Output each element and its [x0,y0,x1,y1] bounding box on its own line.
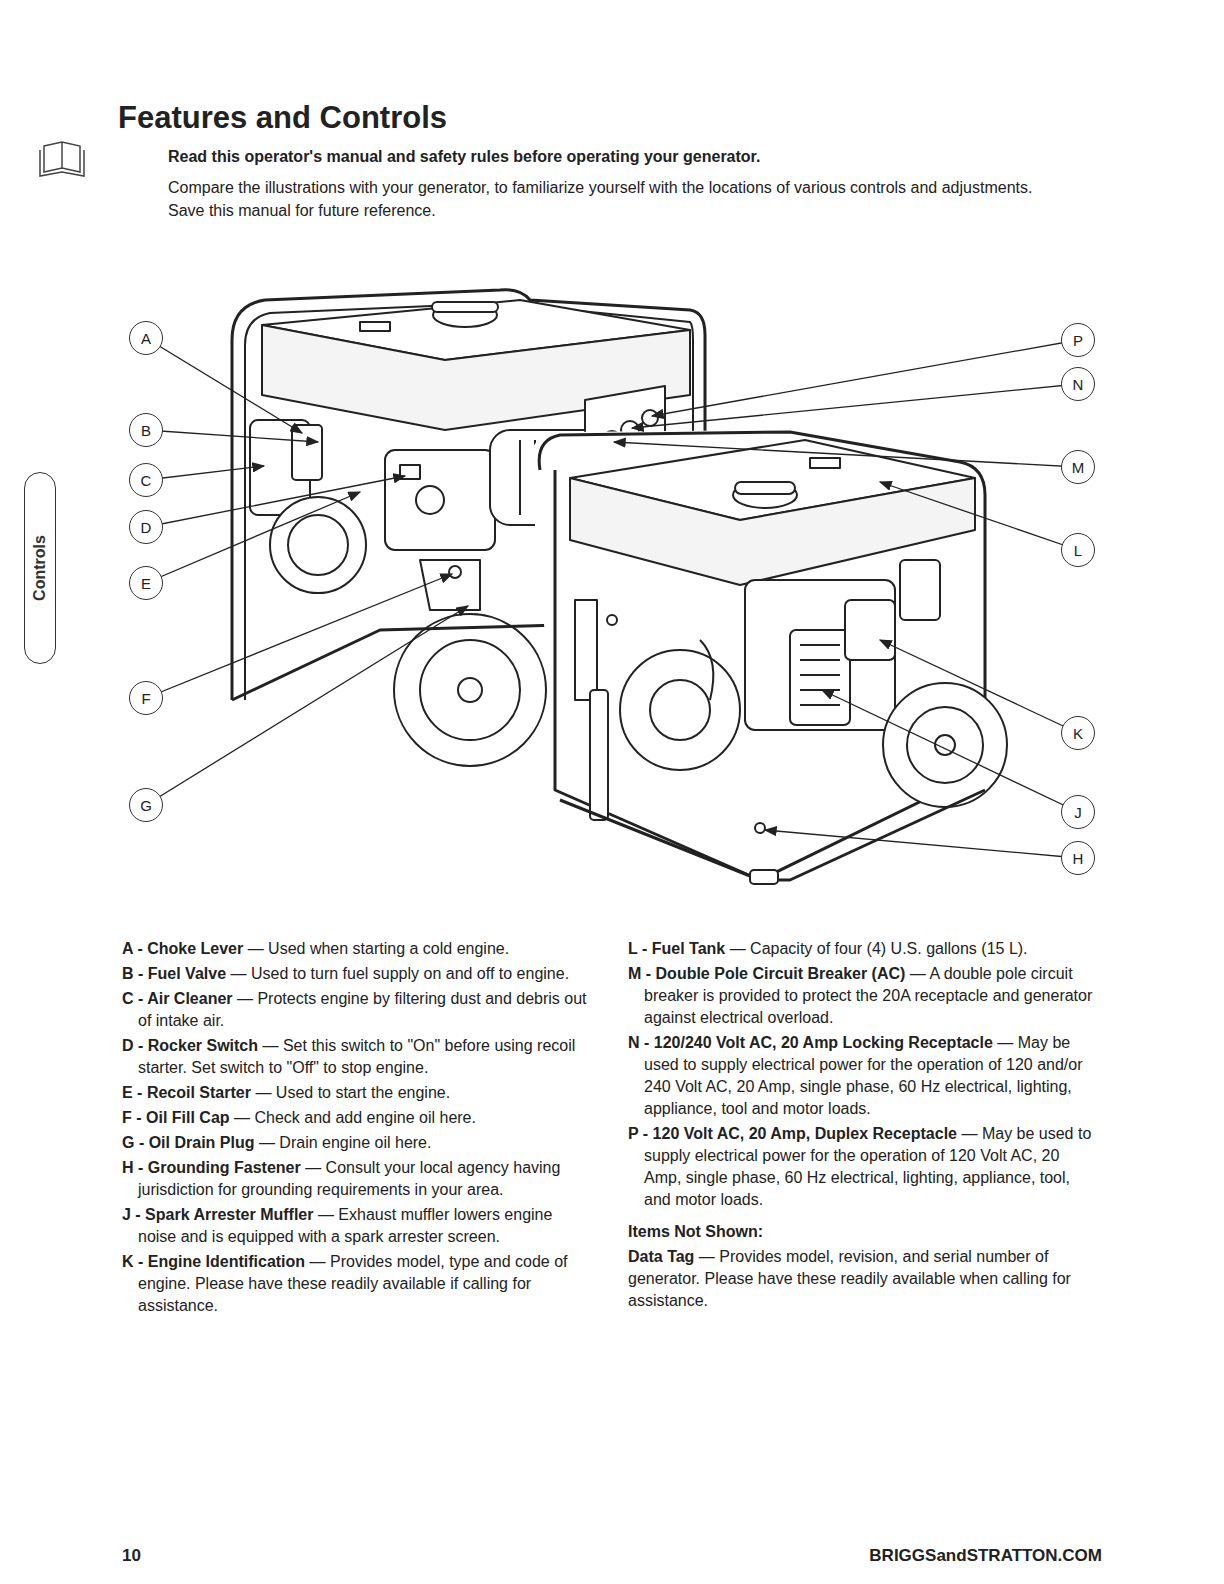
callout-letter: D [141,520,152,535]
feature-item: A - Choke Lever — Used when starting a c… [122,938,594,960]
text-column: A - Choke Lever — Used when starting a c… [122,938,594,1320]
callout-circle: P [1061,323,1095,357]
callout-circle: L [1061,533,1095,567]
page-title: Features and Controls [118,100,447,136]
book-icon [40,142,84,176]
callout-circle: E [129,566,163,600]
callout-circle: F [129,681,163,715]
feature-name: A - Choke Lever [122,940,243,957]
feature-name: K - Engine Identification [122,1253,305,1270]
feature-item: E - Recoil Starter — Used to start the e… [122,1082,594,1104]
callout-letter: L [1074,543,1082,558]
page-number: 10 [122,1546,141,1566]
leader-lines [146,338,1078,858]
feature-item: C - Air Cleaner — Protects engine by fil… [122,988,594,1032]
feature-item: G - Oil Drain Plug — Drain engine oil he… [122,1132,594,1154]
callout-letter: C [141,473,152,488]
callout-circle: G [129,788,163,822]
feature-description: — Used to turn fuel supply on and off to… [231,965,570,982]
feature-item: M - Double Pole Circuit Breaker (AC) — A… [628,963,1100,1029]
feature-name: H - Grounding Fastener [122,1159,301,1176]
feature-item: K - Engine Identification — Provides mod… [122,1251,594,1317]
feature-name: B - Fuel Valve [122,965,226,982]
feature-name: M - Double Pole Circuit Breaker (AC) [628,965,905,982]
text-column: L - Fuel Tank — Capacity of four (4) U.S… [628,938,1100,1315]
callout-circle: N [1061,367,1095,401]
subheading: Items Not Shown: [628,1221,1100,1243]
feature-name: G - Oil Drain Plug [122,1134,254,1151]
feature-description: — Drain engine oil here. [259,1134,432,1151]
feature-item: D - Rocker Switch — Set this switch to "… [122,1035,594,1079]
callout-letter: N [1073,377,1084,392]
front-generator [529,430,1007,884]
feature-description: — Provides model, revision, and serial n… [628,1248,1071,1309]
callout-circle: H [1061,841,1095,875]
feature-description: — Used to start the engine. [255,1084,450,1101]
callout-letter: B [141,423,151,438]
feature-name: N - 120/240 Volt AC, 20 Amp Locking Rece… [628,1034,993,1051]
callout-letter: H [1073,851,1084,866]
feature-description: — Check and add engine oil here. [234,1109,476,1126]
feature-name: Data Tag [628,1248,694,1265]
feature-item: F - Oil Fill Cap — Check and add engine … [122,1107,594,1129]
callout-letter: J [1074,805,1082,820]
callout-letter: M [1072,460,1085,475]
callout-circle: C [129,463,163,497]
callout-letter: E [141,576,151,591]
feature-name: E - Recoil Starter [122,1084,251,1101]
callout-circle: D [129,510,163,544]
feature-description: — Capacity of four (4) U.S. gallons (15 … [730,940,1028,957]
callout-letter: P [1073,333,1083,348]
feature-item: P - 120 Volt AC, 20 Amp, Duplex Receptac… [628,1123,1100,1211]
feature-description: — Used when starting a cold engine. [248,940,509,957]
safety-heading: Read this operator's manual and safety r… [168,148,760,166]
callout-letter: G [140,798,152,813]
footer-url: BRIGGSandSTRATTON.COM [869,1546,1102,1566]
callout-circle: A [129,321,163,355]
callout-circle: J [1061,795,1095,829]
section-tab: Controls [24,472,56,664]
callout-letter: F [141,691,150,706]
tab-label: Controls [31,535,49,601]
feature-name: F - Oil Fill Cap [122,1109,230,1126]
intro-text: Compare the illustrations with your gene… [168,176,1048,222]
callout-letter: A [141,331,151,346]
callout-circle: M [1061,450,1095,484]
feature-item: B - Fuel Valve — Used to turn fuel suppl… [122,963,594,985]
callout-circle: B [129,413,163,447]
feature-name: D - Rocker Switch [122,1037,258,1054]
feature-item: H - Grounding Fastener — Consult your lo… [122,1157,594,1201]
feature-name: C - Air Cleaner [122,990,233,1007]
feature-item: Data Tag — Provides model, revision, and… [628,1246,1100,1312]
callout-letter: K [1073,726,1083,741]
feature-item: N - 120/240 Volt AC, 20 Amp Locking Rece… [628,1032,1100,1120]
feature-item: J - Spark Arrester Muffler — Exhaust muf… [122,1204,594,1248]
feature-name: J - Spark Arrester Muffler [122,1206,313,1223]
feature-name: L - Fuel Tank [628,940,725,957]
feature-item: L - Fuel Tank — Capacity of four (4) U.S… [628,938,1100,960]
callout-circle: K [1061,716,1095,750]
feature-name: P - 120 Volt AC, 20 Amp, Duplex Receptac… [628,1125,957,1142]
